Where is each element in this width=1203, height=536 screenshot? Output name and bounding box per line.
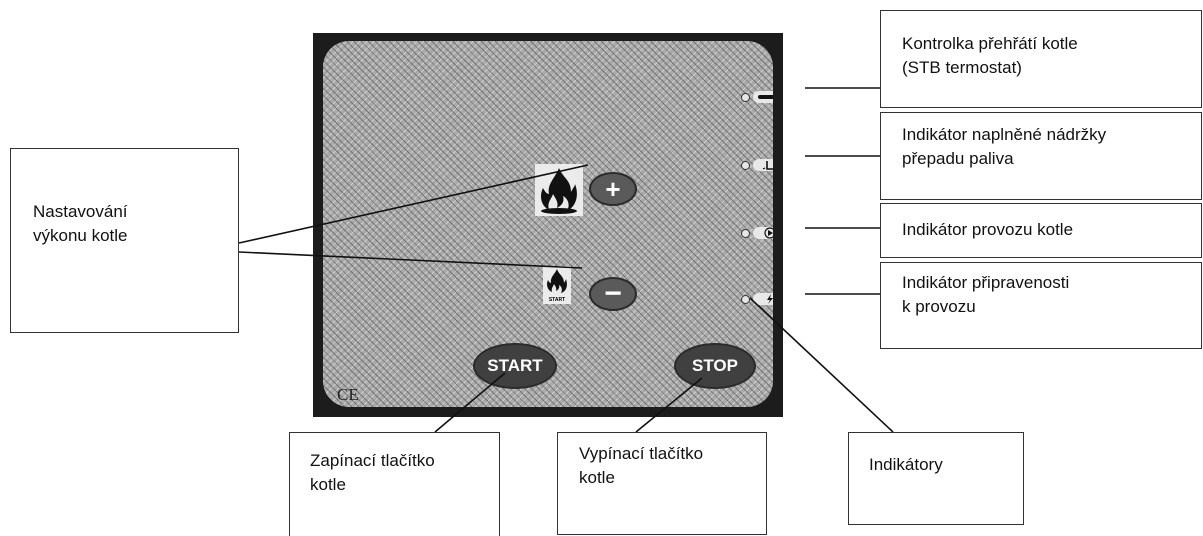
- label-ready-indicator: Indikátor připravenosti k provozu: [880, 262, 1202, 349]
- play-icon: [753, 227, 773, 239]
- ready-led: [741, 294, 750, 304]
- label-overheat-indicator: Kontrolka přehřátí kotle (STB termostat): [880, 10, 1202, 108]
- label-tank-full-indicator: Indikátor naplněné nádržky přepadu paliv…: [880, 112, 1202, 200]
- thermometer-icon: [753, 91, 773, 103]
- operation-led: [741, 228, 750, 238]
- label-indicators: Indikátory: [848, 432, 1024, 525]
- control-panel: + START −: [313, 33, 783, 417]
- overheat-led: [741, 92, 750, 102]
- label-start-button: Zapínací tlačítko kotle: [289, 432, 500, 536]
- stop-button[interactable]: STOP: [674, 343, 756, 389]
- tank-full-indicator: [741, 159, 773, 171]
- panel-face: + START −: [323, 41, 773, 407]
- overheat-indicator: [741, 91, 773, 103]
- start-button[interactable]: START: [473, 343, 557, 389]
- tank-full-led: [741, 160, 750, 170]
- label-operation-indicator: Indikátor provozu kotle: [880, 203, 1202, 258]
- tank-icon: [753, 159, 773, 171]
- flame-icon: [535, 164, 583, 216]
- flame-start-caption: START: [548, 297, 566, 303]
- ready-indicator: [741, 293, 773, 305]
- flame-start-icon: START: [543, 266, 571, 304]
- operation-indicator: [741, 227, 773, 239]
- power-increase-button[interactable]: +: [589, 172, 637, 206]
- label-power-setting: Nastavování výkonu kotle: [10, 148, 239, 333]
- label-stop-button: Vypínací tlačítko kotle: [557, 432, 767, 535]
- ce-mark: CE: [337, 385, 359, 404]
- lightning-icon: [753, 293, 773, 305]
- power-decrease-button[interactable]: −: [589, 277, 637, 311]
